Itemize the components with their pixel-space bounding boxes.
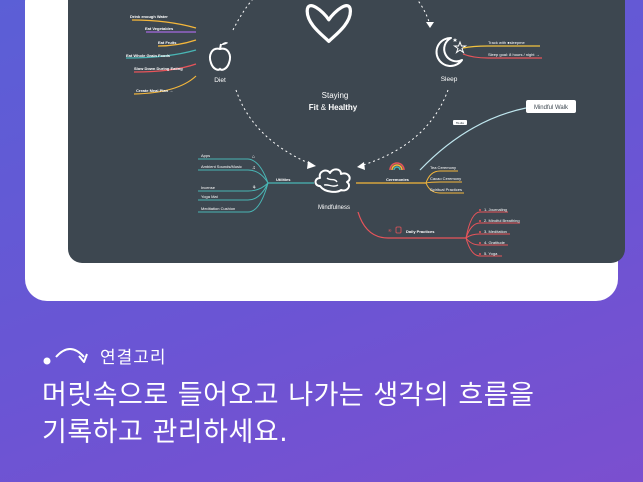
mindful-walk-label: Mindful Walk xyxy=(534,105,569,111)
music-icon: ♫ xyxy=(252,165,256,171)
caption-row: 연결고리 xyxy=(42,342,167,368)
incense-icon: ⚘ xyxy=(252,185,256,191)
diet-item-3[interactable]: Eat Fruits xyxy=(158,40,177,45)
mindfulness-label: Mindfulness xyxy=(318,205,350,211)
headline-line-1: 머릿속으로 들어오고 나가는 생각의 흐름을 xyxy=(42,380,535,411)
diet-item-2[interactable]: Eat Vegetables xyxy=(145,26,174,31)
sleep-item-1[interactable]: Track with ●sleepme xyxy=(488,40,525,45)
svg-text:To do: To do xyxy=(456,121,464,125)
daily-practices-label[interactable]: Daily Practices xyxy=(406,229,435,234)
cycle-arc-right xyxy=(359,89,449,167)
ceremonies-label[interactable]: Ceremonies xyxy=(386,177,410,182)
cycle-arc-top-right xyxy=(416,0,431,26)
center-title-line2: Fit & Healthy xyxy=(309,103,358,112)
rainbow-icon xyxy=(389,162,405,171)
cycle-arc-top-left xyxy=(232,0,253,31)
diet-item-6[interactable]: Create Meal Plan → xyxy=(136,88,173,93)
diet-item-5[interactable]: Slow Down During Eating xyxy=(134,66,183,71)
brain-icon xyxy=(314,168,351,193)
sleep-label: Sleep xyxy=(441,76,458,83)
daily-practices-icon xyxy=(395,226,402,234)
ceremonies-item-2[interactable]: Cacao Ceremony xyxy=(430,176,461,181)
apps-icon: ⌂ xyxy=(252,154,255,160)
utilities-item-2[interactable]: Ambient Sounds/Music xyxy=(201,164,242,169)
apple-icon xyxy=(209,42,231,71)
cycle-arrow-top-right xyxy=(426,22,434,28)
daily-item-4[interactable]: 4. Gratitude xyxy=(484,240,506,245)
daily-item-2[interactable]: 2. Mindful Breathing xyxy=(484,218,520,223)
utilities-item-1[interactable]: Apps xyxy=(201,153,210,158)
walk-link-line xyxy=(419,107,527,171)
connection-arrow-icon xyxy=(43,348,88,365)
daily-item-3[interactable]: 3. Meditation xyxy=(484,229,507,234)
mindmap-canvas[interactable]: Staying Fit & Healthy Diet Drink enough … xyxy=(68,0,625,263)
utilities-item-3[interactable]: Incense xyxy=(201,185,216,190)
daily-item-5[interactable]: 5. Yoga xyxy=(484,251,498,256)
moon-stars-icon xyxy=(435,36,468,67)
diet-label: Diet xyxy=(214,77,226,84)
daily-practices-badge: ④ xyxy=(388,228,392,233)
tablet-frame: Staying Fit & Healthy Diet Drink enough … xyxy=(25,0,625,301)
caption-label: 연결고리 xyxy=(100,347,167,368)
cycle-arrow-left xyxy=(307,161,316,169)
diet-item-1[interactable]: Drink enough Water xyxy=(130,14,168,19)
sleep-item-2[interactable]: Sleep goal: 8 hours / night → xyxy=(488,52,540,57)
daily-item-1[interactable]: 1. Journaling xyxy=(484,207,507,212)
ceremonies-item-1[interactable]: Tea Ceremony xyxy=(430,165,456,170)
utilities-item-5[interactable]: Meditation Cushion xyxy=(201,206,235,211)
mindful-walk-node[interactable] xyxy=(526,100,576,113)
utilities-item-4[interactable]: Yoga Mat xyxy=(201,194,219,199)
mindmap-svg: Staying Fit & Healthy Diet Drink enough … xyxy=(125,0,576,257)
utilities-label[interactable]: Utilities xyxy=(276,177,291,182)
walk-link-tag[interactable] xyxy=(453,120,467,125)
headline-line-2: 기록하고 관리하세요. xyxy=(42,417,289,448)
cycle-arc-left xyxy=(235,89,314,166)
heart-icon xyxy=(305,4,353,44)
center-title-line1: Staying xyxy=(322,91,349,100)
cycle-arrow-right xyxy=(357,162,365,170)
ceremonies-item-3[interactable]: Spiritual Practices xyxy=(430,187,462,192)
diet-item-4[interactable]: Eat Whole Grain Foods xyxy=(126,53,171,58)
